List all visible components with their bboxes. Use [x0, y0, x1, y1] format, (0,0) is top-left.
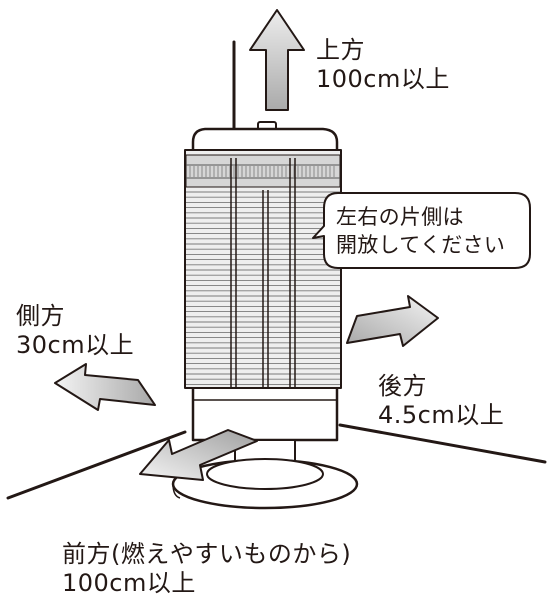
- up-arrow: [249, 9, 305, 111]
- label-front-distance: 100cm以上: [62, 569, 196, 597]
- vent-slots: [186, 164, 340, 179]
- vent-ticks: [189, 166, 335, 177]
- heater-vent-band: [185, 154, 341, 188]
- front-arrow: [139, 429, 258, 481]
- note-line-2: 開放してください: [336, 233, 506, 257]
- label-top-distance: 100cm以上: [316, 65, 450, 93]
- heater: [171, 121, 359, 510]
- note-text: 左右の片側は 開放してください: [336, 203, 505, 259]
- floor-line-left: [6, 430, 187, 500]
- label-top-clearance: 上方 100cm以上: [316, 36, 450, 94]
- floor-line-right: [338, 423, 547, 464]
- label-top-direction: 上方: [316, 36, 365, 64]
- label-side-direction: 側方: [16, 302, 65, 330]
- label-side-distance: 30cm以上: [16, 331, 135, 359]
- note-line-1: 左右の片側は: [336, 205, 464, 229]
- label-side-clearance: 側方 30cm以上: [16, 302, 134, 360]
- note-callout: [312, 192, 531, 269]
- side-arrow: [54, 363, 156, 411]
- heater-base-top: [206, 458, 324, 490]
- label-back-clearance: 後方 4.5cm以上: [378, 372, 504, 430]
- label-front-clearance: 前方(燃えやすいものから) 100cm以上: [62, 540, 351, 598]
- label-front-direction: 前方(燃えやすいものから): [62, 540, 352, 568]
- label-back-distance: 4.5cm以上: [378, 401, 505, 429]
- room-corner-lines: [6, 40, 547, 500]
- back-arrow: [346, 295, 439, 347]
- heating-tubes: [230, 158, 296, 388]
- label-back-direction: 後方: [378, 372, 427, 400]
